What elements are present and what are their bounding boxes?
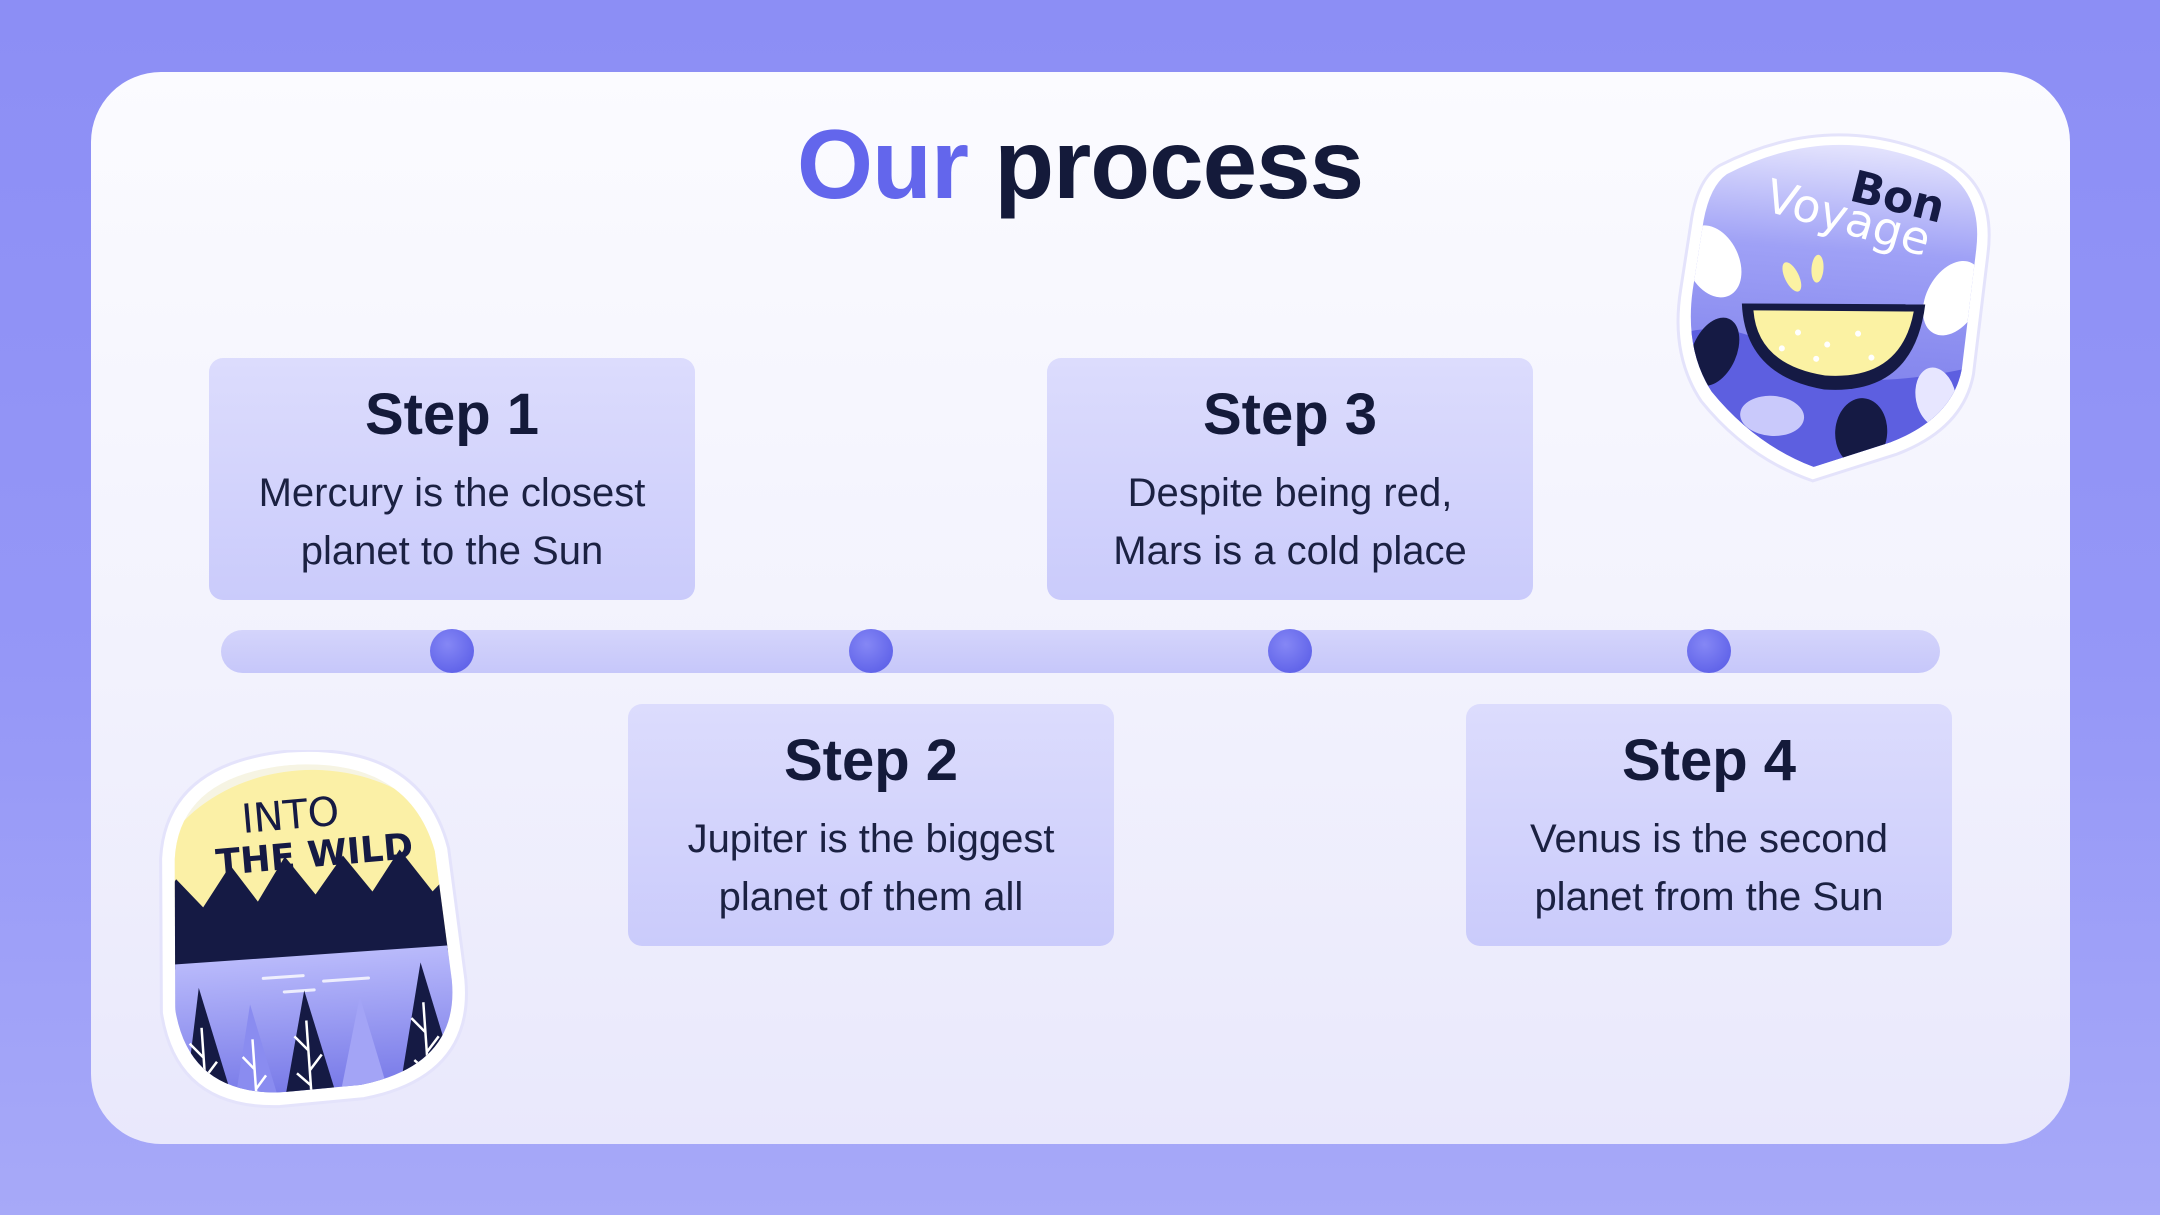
title-accent: Our xyxy=(796,109,969,219)
step-label: Step 4 xyxy=(1621,728,1797,793)
timeline-dot-4 xyxy=(1687,629,1731,673)
bon-voyage-sticker: Bon Voyage xyxy=(1676,133,1991,483)
step-box-2: Step 2 Jupiter is the biggest planet of … xyxy=(628,704,1114,946)
sticker-text: INTO xyxy=(240,789,341,843)
step-description: Mercury is the closest planet to the Sun xyxy=(258,470,646,573)
timeline-track xyxy=(221,630,1940,673)
into-the-wild-sticker: INTO THE WILD xyxy=(158,750,468,1109)
title-rest: process xyxy=(994,109,1364,219)
step-description: Venus is the second planet from the Sun xyxy=(1529,816,1889,919)
page-title: Our process xyxy=(0,108,2160,221)
timeline-dot-3 xyxy=(1268,629,1312,673)
step-label: Step 3 xyxy=(1202,382,1378,447)
step-box-1: Step 1 Mercury is the closest planet to … xyxy=(209,358,695,600)
step-box-3: Step 3 Despite being red, Mars is a cold… xyxy=(1047,358,1533,600)
step-box-4: Step 4 Venus is the second planet from t… xyxy=(1466,704,1952,946)
step-label: Step 1 xyxy=(364,382,540,447)
step-description: Despite being red, Mars is a cold place xyxy=(1113,470,1467,573)
step-description: Jupiter is the biggest planet of them al… xyxy=(687,816,1055,919)
step-label: Step 2 xyxy=(783,728,959,793)
timeline-dot-1 xyxy=(430,629,474,673)
timeline-dot-2 xyxy=(849,629,893,673)
